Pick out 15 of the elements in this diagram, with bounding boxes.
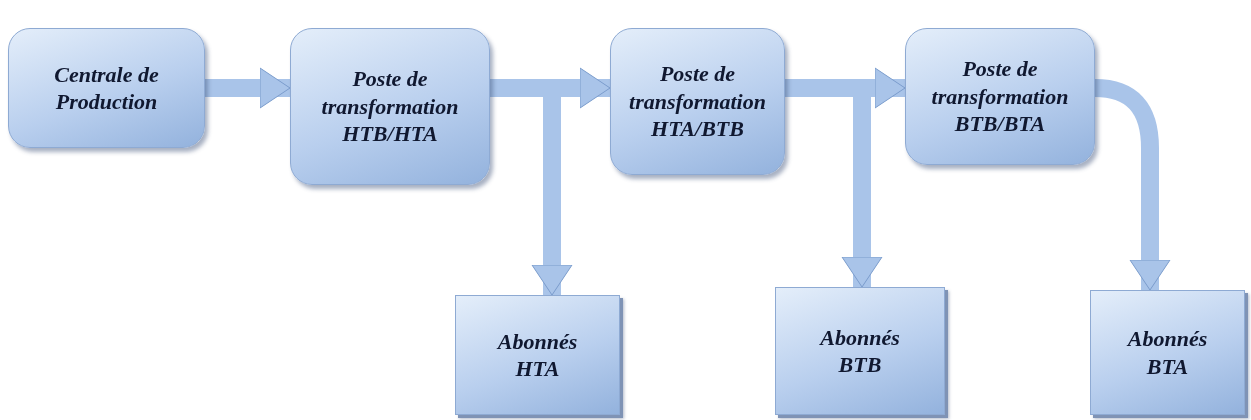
node-label: Abonnés BTA [1125,325,1209,380]
station-box [8,28,205,148]
subscriber-box [1090,290,1245,415]
station-box [610,28,785,175]
node-label: Abonnés BTB [818,323,901,379]
subscriber-box [455,295,620,415]
node-label: Poste de transformation HTA/BTB [628,60,767,143]
node-label: Poste de transformation BTB/BTA [930,55,1070,138]
station-box [290,28,490,185]
block-arrow [205,67,291,109]
node-label: Centrale de Production [53,60,160,116]
node-label: Abonnés HTA [495,327,579,383]
node-label: Poste de transformation HTB/HTA [320,65,460,148]
station-box [905,28,1095,165]
subscriber-box [775,287,945,415]
